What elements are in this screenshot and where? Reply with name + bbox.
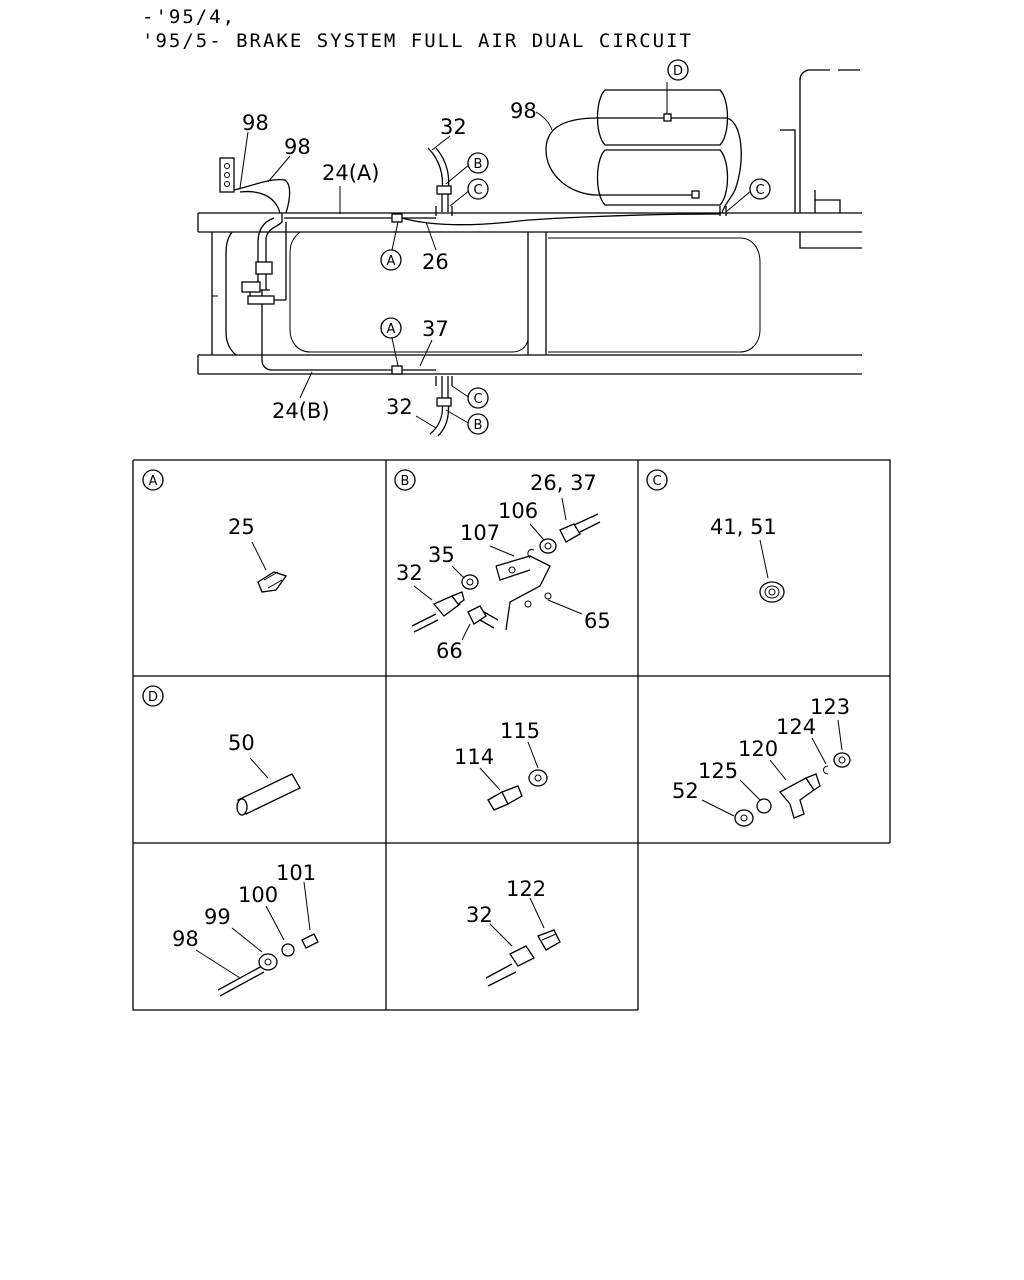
overview-callouts: D B C C A A C B — [380, 59, 771, 435]
panel-marker-c: C — [646, 469, 668, 491]
header-title: '95/5- BRAKE SYSTEM FULL AIR DUAL CIRCUI… — [142, 30, 693, 52]
label-32-b: 32 — [396, 561, 423, 585]
label-25: 25 — [228, 515, 255, 539]
label-65: 65 — [584, 609, 611, 633]
svg-text:C: C — [755, 183, 764, 198]
svg-text:A: A — [387, 254, 396, 269]
panel-d-parts: 50 — [228, 731, 301, 816]
label-26: 26 — [422, 250, 449, 274]
label-99: 99 — [204, 905, 231, 929]
panel-markers: A B C D — [142, 469, 668, 707]
svg-text:D: D — [673, 64, 683, 79]
svg-text:C: C — [473, 392, 482, 407]
header-line-1: -'95/4, — [142, 6, 237, 28]
svg-text:C: C — [652, 474, 661, 489]
overview-leaders — [239, 82, 753, 429]
label-115: 115 — [500, 719, 540, 743]
label-106: 106 — [498, 499, 538, 523]
label-26-37: 26, 37 — [530, 471, 597, 495]
panel-g-parts: 101 100 99 98 — [172, 861, 319, 997]
label-35: 35 — [428, 543, 455, 567]
detail-grid — [132, 459, 891, 1011]
callout-b-upper: B — [467, 152, 489, 174]
label-125: 125 — [698, 759, 738, 783]
callout-c-upper: C — [467, 178, 489, 200]
panel-a-parts: 25 — [228, 515, 288, 593]
label-124: 124 — [776, 715, 816, 739]
label-120: 120 — [738, 737, 778, 761]
svg-text:B: B — [474, 418, 483, 433]
label-98-g: 98 — [172, 927, 199, 951]
label-24b: 24(B) — [272, 399, 330, 423]
panel-marker-d: D — [142, 685, 164, 707]
svg-text:A: A — [149, 474, 158, 489]
label-66: 66 — [436, 639, 463, 663]
label-101: 101 — [276, 861, 316, 885]
label-37: 37 — [422, 317, 449, 341]
label-32-lower: 32 — [386, 395, 413, 419]
label-122: 122 — [506, 877, 546, 901]
panel-marker-a: A — [142, 469, 164, 491]
panel-b-parts: 26, 37 106 107 35 32 65 66 — [396, 471, 611, 663]
label-32-h: 32 — [466, 903, 493, 927]
callout-a-lower: A — [380, 317, 402, 339]
svg-text:D: D — [148, 690, 158, 705]
label-32-upper: 32 — [440, 115, 467, 139]
panel-h-parts: 122 32 — [466, 877, 561, 987]
callout-b-lower: B — [467, 413, 489, 435]
panel-marker-b: B — [394, 469, 416, 491]
label-41-51: 41, 51 — [710, 515, 777, 539]
chassis-overview — [197, 69, 862, 437]
panel-e-parts: 115 114 — [454, 719, 548, 811]
callout-c-lower: C — [467, 387, 489, 409]
callout-d: D — [667, 59, 689, 81]
svg-text:B: B — [474, 157, 483, 172]
label-98-tank: 98 — [510, 99, 537, 123]
label-52: 52 — [672, 779, 699, 803]
label-107: 107 — [460, 521, 500, 545]
panel-f-parts: 123 124 120 125 52 — [672, 695, 851, 827]
svg-text:B: B — [401, 474, 410, 489]
svg-text:A: A — [387, 322, 396, 337]
label-24a: 24(A) — [322, 161, 379, 185]
callout-c-rear: C — [749, 178, 771, 200]
callout-a-upper: A — [380, 249, 402, 271]
label-98-left: 98 — [242, 111, 269, 135]
svg-text:C: C — [473, 183, 482, 198]
label-123: 123 — [810, 695, 850, 719]
overview-labels: 98 98 24(A) 32 98 26 37 24(B) 32 — [242, 99, 537, 423]
label-98-mid: 98 — [284, 135, 311, 159]
panel-c-parts: 41, 51 — [710, 515, 785, 603]
label-100: 100 — [238, 883, 278, 907]
label-114: 114 — [454, 745, 494, 769]
label-50: 50 — [228, 731, 255, 755]
